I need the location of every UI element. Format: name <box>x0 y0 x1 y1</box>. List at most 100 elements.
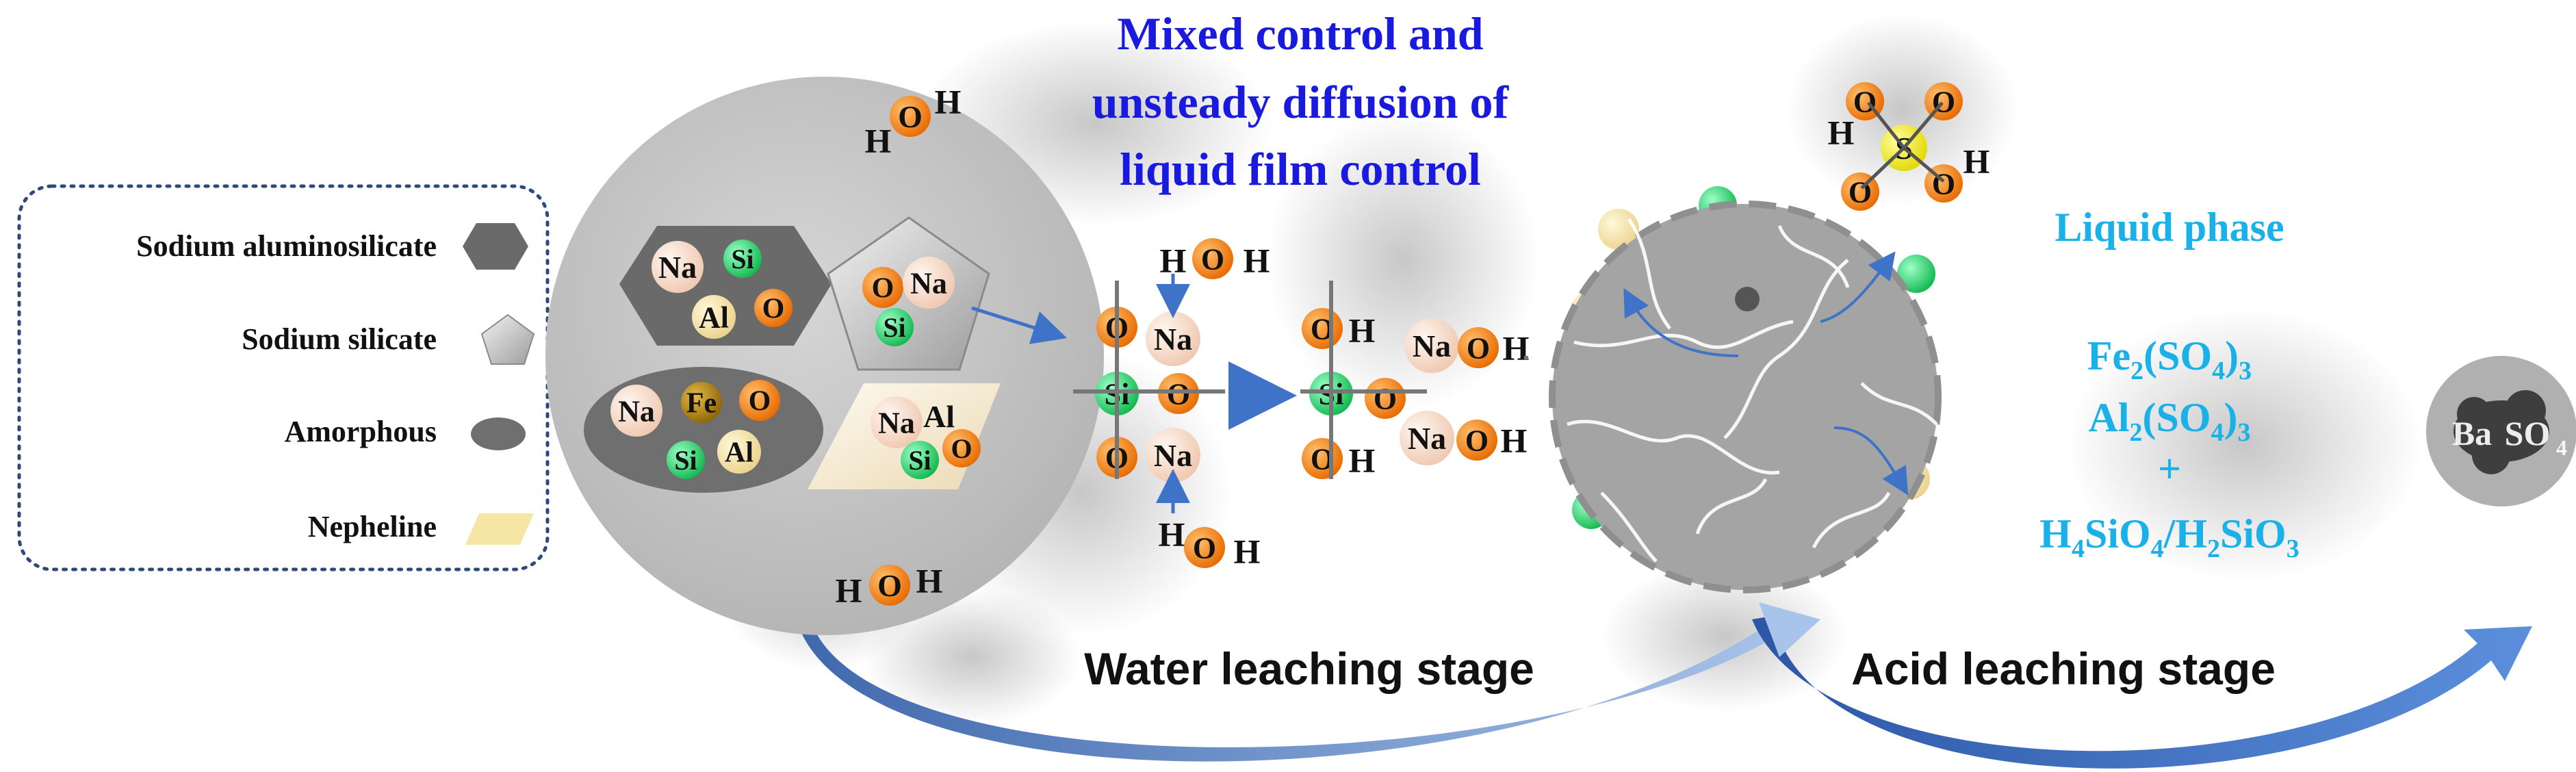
plus-sign: + <box>2158 446 2181 491</box>
atom-label-h: H <box>1159 515 1185 554</box>
legend-label-sodium-aluminosilicate: Sodium aluminosilicate <box>136 229 437 263</box>
atom-h: H <box>1828 114 1855 152</box>
water-o: O <box>890 96 931 137</box>
legend: Sodium aluminosilicate Sodium silicate A… <box>17 184 550 571</box>
atom-o: O <box>862 267 903 308</box>
atom-label-h: H <box>1501 422 1528 460</box>
ellipse-icon <box>471 417 526 450</box>
atom-h: H <box>865 122 892 160</box>
atom-label-h: H <box>836 571 862 610</box>
atom-label-si: Si <box>883 312 905 343</box>
atom-na: Na <box>871 396 923 448</box>
atom-h: H <box>916 562 943 600</box>
atom-label-na: Na <box>878 406 915 439</box>
atom-label-o: O <box>951 433 972 464</box>
atom-label-h: H <box>1828 114 1855 152</box>
pentagon-icon <box>480 313 535 365</box>
acid-leaching-label: Acid leaching stage <box>1851 643 2276 694</box>
atom-label-h: H <box>935 83 962 121</box>
atom-label-na: Na <box>658 250 697 285</box>
atom-na: Na <box>652 241 704 293</box>
atom-label-si: Si <box>908 445 931 476</box>
atom-label-o: O <box>877 568 902 603</box>
atom-o: O <box>754 289 793 327</box>
atom-o: O <box>1365 378 1406 419</box>
silanol-bonds <box>1073 281 1528 479</box>
diffusion-arrow-2 <box>1820 251 1896 323</box>
legend-label-sodium-silicate: Sodium silicate <box>242 322 437 356</box>
atom-h: H <box>1501 422 1528 460</box>
atom-o: O <box>739 380 780 421</box>
liquid-phase-title: Liquid phase <box>2055 205 2284 250</box>
water-arrowhead <box>1759 602 1820 657</box>
atom-label-na: Na <box>1154 438 1192 473</box>
atom-label-o: O <box>1193 531 1216 565</box>
atom-h: H <box>1963 142 1990 181</box>
title-line-2: unsteady diffusion of <box>1092 76 1510 128</box>
water-leaching-label: Water leaching stage <box>1084 643 1534 694</box>
atom-label-o: O <box>1201 242 1224 276</box>
atom-h: H <box>1244 242 1270 280</box>
atom-al: Al <box>923 399 955 434</box>
atom-label-o: O <box>1374 382 1397 415</box>
atom-na: Na <box>1404 318 1459 373</box>
atom-label-h: H <box>1349 441 1376 480</box>
hexagon-icon <box>463 223 528 270</box>
title-line-3: liquid film control <box>1120 143 1481 195</box>
atom-label-al: Al <box>699 300 729 334</box>
atom-h: H <box>1349 441 1376 480</box>
water-o: O <box>869 565 910 606</box>
atom-o: O <box>1302 308 1343 349</box>
reaction-arrows <box>971 274 1297 513</box>
atom-label-na: Na <box>910 266 947 300</box>
atom-label-h: H <box>916 562 943 600</box>
atom-h: H <box>1503 329 1530 368</box>
atom-label-o: O <box>1467 331 1490 365</box>
fe2so43-formula: Fe2(SO4)3 <box>2087 333 2252 385</box>
baso4-ba: Ba <box>2452 414 2492 452</box>
atom-label-o: O <box>872 273 894 305</box>
atom-o: O <box>1184 527 1225 568</box>
atom-label-h: H <box>1503 329 1530 368</box>
sulfuric-acid-bonds <box>1860 101 1945 190</box>
atom-label-h: H <box>865 122 892 160</box>
atom-label-h: H <box>1349 311 1376 350</box>
atom-o: O <box>1192 238 1233 279</box>
atom-o: O <box>942 429 981 467</box>
atom-na: Na <box>1146 428 1200 483</box>
atom-label-si: Si <box>674 445 697 476</box>
atom-h: H <box>1234 532 1261 571</box>
mechanism-title: Mixed control and unsteady diffusion of … <box>1092 8 1510 195</box>
atom-al: Al <box>692 295 736 339</box>
atom-na: Na <box>1400 411 1454 465</box>
atom-fe: Fe <box>681 382 722 423</box>
atom-label-h: H <box>1160 242 1187 280</box>
atom-label-na: Na <box>1408 421 1446 456</box>
legend-label-nepheline: Nepheline <box>308 510 437 543</box>
title-line-1: Mixed control and <box>1117 8 1483 60</box>
baso4-so: SO <box>2505 414 2551 452</box>
atom-label-o: O <box>1465 424 1489 457</box>
atom-label-o: O <box>762 294 785 325</box>
atom-label-o: O <box>1167 377 1190 411</box>
atom-na: Na <box>1146 311 1200 366</box>
atom-h: H <box>1160 242 1187 280</box>
atom-label-h: H <box>1234 532 1261 571</box>
atom-si: Si <box>875 308 914 346</box>
atom-h: H <box>836 571 862 610</box>
atom-label-o: O <box>898 99 923 134</box>
atom-o: O <box>1458 327 1499 368</box>
atom-label-al: Al <box>923 399 955 434</box>
pore-si <box>1897 255 1935 293</box>
atom-na: Na <box>610 385 662 437</box>
atom-label-na: Na <box>618 394 655 428</box>
baso4-sub: 4 <box>2556 435 2567 460</box>
atom-label-o: O <box>1853 85 1877 118</box>
atom-al: Al <box>717 430 761 474</box>
diffusion-arrow-1 <box>1623 287 1739 357</box>
stage-arrows <box>794 602 2532 769</box>
porous-particle <box>1549 201 1942 593</box>
atom-h: H <box>935 83 962 121</box>
atom-h: H <box>1349 311 1376 350</box>
